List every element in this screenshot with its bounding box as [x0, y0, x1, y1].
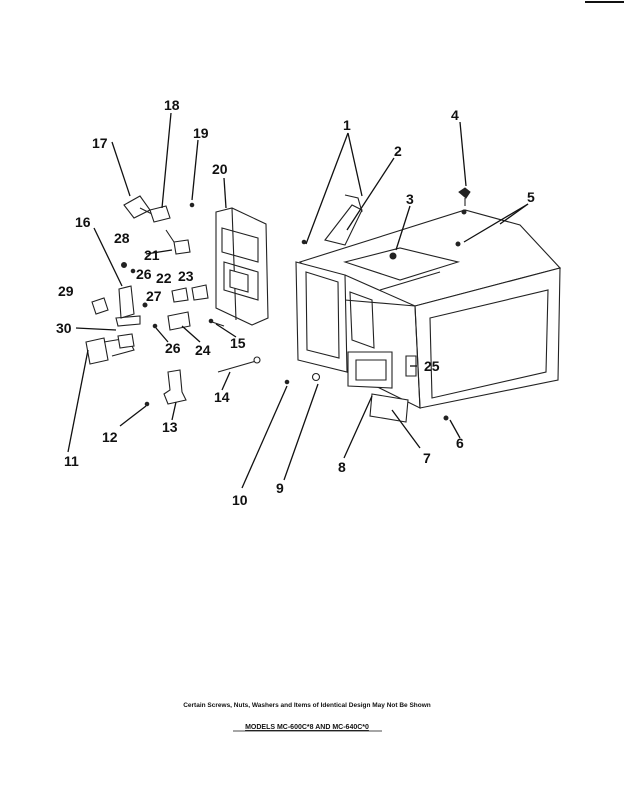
footer: Certain Screws, Nuts, Washers and Items … — [183, 702, 431, 732]
callout-18: 18 — [164, 97, 180, 113]
callout-19: 19 — [193, 125, 209, 141]
callout-labels: 1 2 3 4 5 6 7 8 9 10 11 12 13 14 15 16 1… — [56, 97, 535, 508]
callout-24: 24 — [195, 342, 211, 358]
callout-7: 7 — [423, 450, 431, 466]
callout-26-lower: 26 — [165, 340, 181, 356]
callout-2: 2 — [394, 143, 402, 159]
callout-4: 4 — [451, 107, 459, 123]
callout-1: 1 — [343, 117, 351, 133]
callout-26-upper: 26 — [136, 266, 152, 282]
small-parts-left — [85, 195, 261, 407]
callout-6: 6 — [456, 435, 464, 451]
callout-10: 10 — [232, 492, 248, 508]
callout-9: 9 — [276, 480, 284, 496]
callout-21: 21 — [144, 247, 160, 263]
callout-25: 25 — [424, 358, 440, 374]
leader-lines — [67, 112, 529, 489]
callout-30: 30 — [56, 320, 72, 336]
callout-8: 8 — [338, 459, 346, 475]
callout-27: 27 — [146, 288, 162, 304]
callout-11: 11 — [64, 453, 79, 469]
control-panel-20 — [215, 207, 269, 326]
callout-3: 3 — [406, 191, 414, 207]
callout-22: 22 — [156, 270, 172, 286]
callout-15: 15 — [230, 335, 246, 351]
callout-12: 12 — [102, 429, 118, 445]
cavity-assembly — [284, 187, 562, 423]
callout-20: 20 — [212, 161, 228, 177]
callout-16: 16 — [75, 214, 91, 230]
callout-29: 29 — [58, 283, 74, 299]
callout-5: 5 — [527, 189, 535, 205]
footer-models: MODELS MC-600C*8 AND MC-640C*0 — [245, 724, 369, 731]
callout-13: 13 — [162, 419, 178, 435]
callout-28: 28 — [114, 230, 130, 246]
footer-note: Certain Screws, Nuts, Washers and Items … — [183, 702, 431, 709]
callout-17: 17 — [92, 135, 108, 151]
callout-14: 14 — [214, 389, 230, 405]
callout-23: 23 — [178, 268, 194, 284]
